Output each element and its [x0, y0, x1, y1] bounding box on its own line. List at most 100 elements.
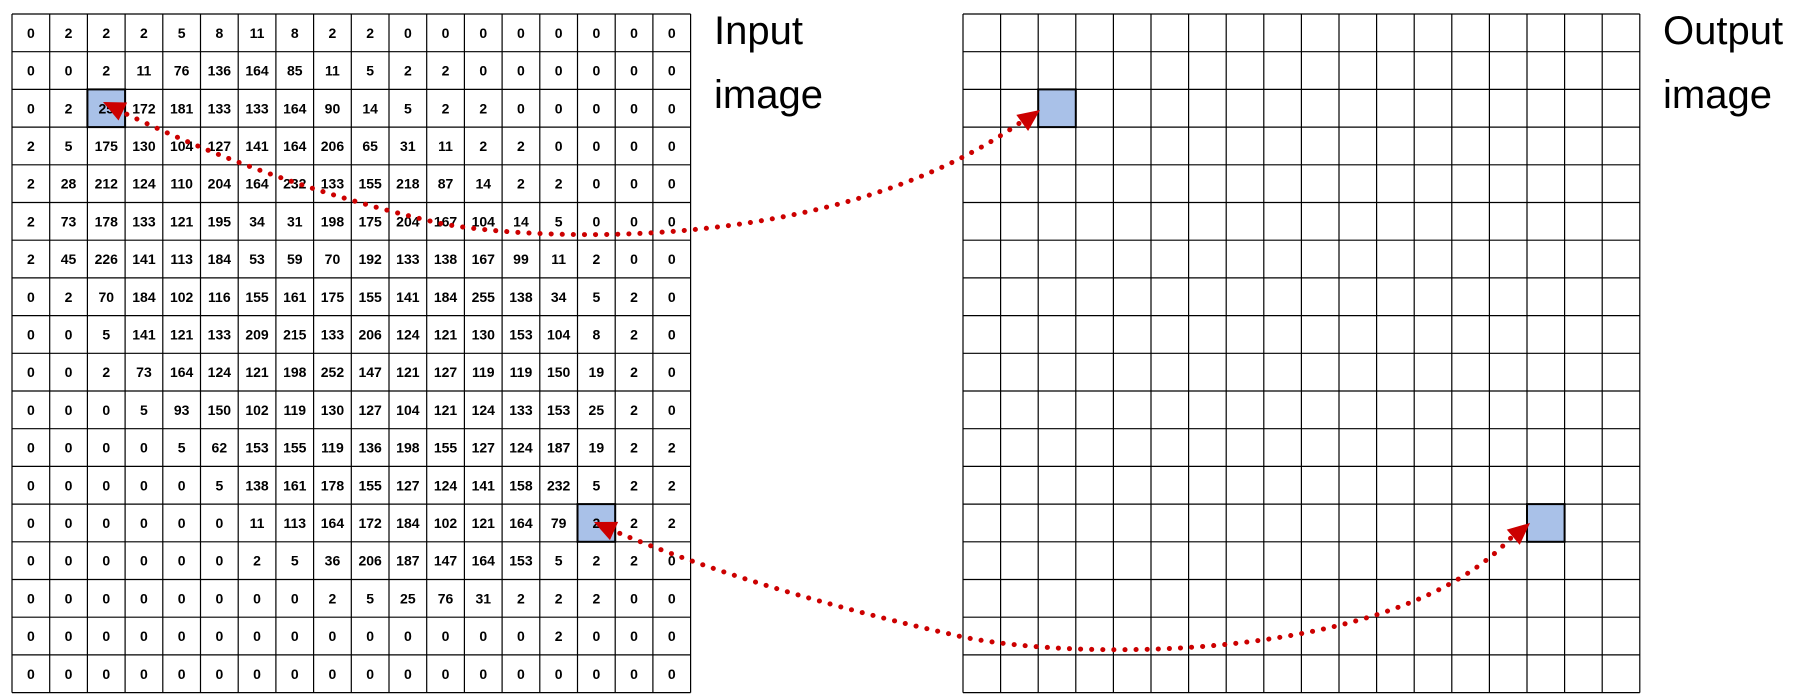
- input-cell-value: 0: [253, 666, 261, 682]
- input-cell-value: 73: [61, 213, 77, 229]
- input-cell-value: 138: [245, 477, 269, 493]
- input-cell-value: 0: [27, 289, 35, 305]
- input-image-label-line2: image: [714, 73, 823, 117]
- input-cell-value: 155: [283, 440, 307, 456]
- input-cell-value: 8: [592, 326, 600, 342]
- input-cell-value: 0: [178, 553, 186, 569]
- output-highlighted-cell-border: [1526, 503, 1566, 543]
- input-cell-value: 158: [509, 477, 533, 493]
- input-cell-value: 133: [245, 100, 269, 116]
- input-cell-value: 130: [472, 326, 496, 342]
- input-cell-value: 0: [215, 515, 223, 531]
- input-cell-value: 5: [366, 63, 374, 79]
- input-cell-value: 2: [630, 326, 638, 342]
- input-cell-value: 212: [95, 176, 119, 192]
- input-cell-value: 127: [358, 402, 382, 418]
- input-cell-value: 0: [630, 25, 638, 41]
- input-cell-value: 2: [102, 364, 110, 380]
- input-cell-value: 155: [358, 289, 382, 305]
- input-cell-value: 2: [668, 477, 676, 493]
- input-cell-value: 0: [479, 628, 487, 644]
- input-cell-value: 36: [325, 553, 341, 569]
- input-cell-value: 34: [249, 213, 265, 229]
- input-cell-value: 184: [434, 289, 458, 305]
- input-cell-value: 5: [178, 440, 186, 456]
- input-cell-value: 5: [404, 100, 412, 116]
- input-cell-value: 121: [434, 326, 458, 342]
- input-cell-value: 116: [208, 289, 231, 305]
- input-cell-value: 70: [98, 289, 114, 305]
- input-cell-value: 0: [366, 628, 374, 644]
- input-cell-value: 184: [208, 251, 232, 267]
- input-cell-value: 141: [132, 326, 156, 342]
- input-cell-value: 2: [630, 364, 638, 380]
- input-cell-value: 5: [291, 553, 299, 569]
- input-cell-value: 65: [362, 138, 378, 154]
- input-cell-value: 11: [137, 63, 152, 79]
- input-cell-value: 0: [592, 63, 600, 79]
- input-cell-value: 2: [630, 402, 638, 418]
- input-cell-value: 0: [140, 628, 148, 644]
- input-cell-value: 0: [630, 213, 638, 229]
- input-cell-value: 2: [329, 590, 337, 606]
- input-cell-value: 0: [555, 63, 563, 79]
- input-cell-value: 124: [132, 176, 156, 192]
- input-cell-value: 102: [170, 289, 194, 305]
- input-cell-value: 0: [479, 666, 487, 682]
- input-cell-value: 28: [61, 176, 77, 192]
- input-cell-value: 121: [170, 213, 194, 229]
- input-cell-value: 31: [400, 138, 416, 154]
- input-cell-value: 204: [396, 213, 420, 229]
- input-cell-value: 0: [555, 25, 563, 41]
- input-cell-value: 11: [551, 251, 566, 267]
- input-cell-value: 0: [27, 364, 35, 380]
- input-cell-value: 0: [253, 628, 261, 644]
- input-cell-value: 136: [208, 63, 232, 79]
- input-cell-value: 2: [102, 63, 110, 79]
- input-cell-value: 102: [434, 515, 458, 531]
- input-cell-value: 2: [442, 100, 450, 116]
- input-cell-value: 0: [27, 666, 35, 682]
- output-image-label-line1: Output: [1663, 9, 1783, 53]
- input-cell-value: 5: [555, 213, 563, 229]
- input-cell-value: 0: [102, 553, 110, 569]
- input-cell-value: 0: [215, 553, 223, 569]
- input-cell-value: 153: [547, 402, 571, 418]
- input-cell-value: 0: [404, 628, 412, 644]
- input-cell-value: 0: [178, 628, 186, 644]
- input-cell-value: 133: [321, 176, 345, 192]
- input-cell-value: 0: [592, 666, 600, 682]
- input-cell-value: 62: [212, 440, 228, 456]
- input-cell-value: 178: [95, 213, 119, 229]
- input-cell-value: 198: [321, 213, 345, 229]
- input-cell-value: 141: [396, 289, 420, 305]
- input-cell-value: 0: [442, 25, 450, 41]
- input-cell-value: 119: [472, 364, 495, 380]
- input-cell-value: 8: [215, 25, 223, 41]
- input-cell-value: 76: [174, 63, 190, 79]
- input-cell-value: 0: [668, 63, 676, 79]
- input-cell-value: 130: [321, 402, 345, 418]
- input-cell-value: 0: [27, 25, 35, 41]
- input-cell-value: 0: [27, 326, 35, 342]
- input-cell-value: 155: [245, 289, 269, 305]
- input-cell-value: 0: [27, 515, 35, 531]
- input-cell-value: 59: [287, 251, 303, 267]
- input-cell-value: 2: [65, 289, 73, 305]
- input-cell-value: 2: [630, 289, 638, 305]
- input-cell-value: 127: [434, 364, 458, 380]
- input-cell-value: 0: [517, 25, 525, 41]
- input-cell-value: 141: [245, 138, 269, 154]
- input-cell-value: 0: [102, 628, 110, 644]
- input-cell-value: 113: [283, 515, 306, 531]
- input-cell-value: 0: [592, 176, 600, 192]
- input-cell-value: 164: [283, 138, 307, 154]
- input-cell-value: 0: [65, 326, 73, 342]
- input-cell-value: 93: [174, 402, 190, 418]
- input-cell-value: 130: [132, 138, 156, 154]
- input-cell-value: 0: [668, 289, 676, 305]
- input-cell-value: 2: [479, 100, 487, 116]
- input-cell-value: 14: [513, 213, 529, 229]
- input-cell-value: 0: [178, 590, 186, 606]
